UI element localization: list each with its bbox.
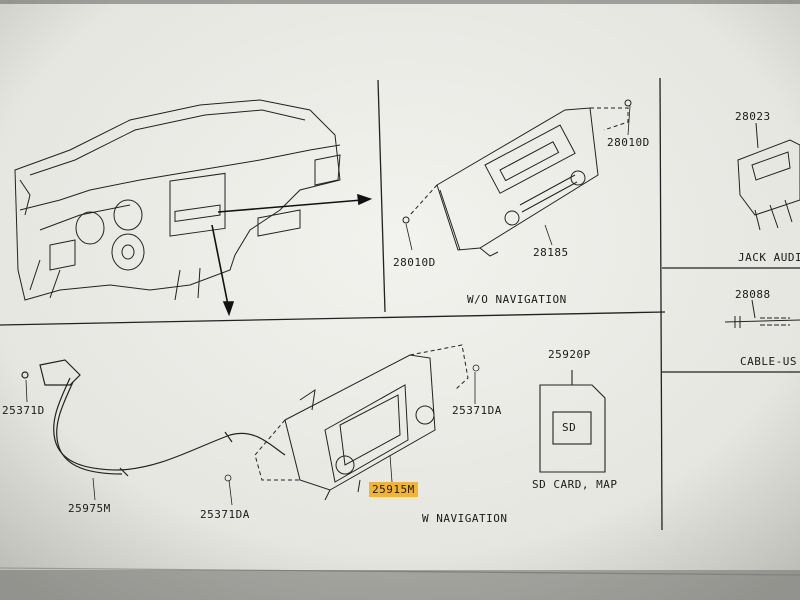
divider-horizontal-mid xyxy=(0,311,666,326)
part-number-28088: 28088 xyxy=(735,288,771,301)
dashboard-illustration xyxy=(14,99,341,301)
label-with-navigation: W NAVIGATION xyxy=(422,512,508,525)
part-number-25975m: 25975M xyxy=(68,502,111,515)
navigation-unit xyxy=(254,344,469,501)
label-sd-card-map: SD CARD, MAP xyxy=(532,478,618,491)
part-number-28185: 28185 xyxy=(533,246,569,259)
part-number-28010d-top: 28010D xyxy=(607,136,650,149)
part-number-28010d-bottom: 28010D xyxy=(393,256,436,269)
cable-usb-part xyxy=(724,299,800,328)
sd-card xyxy=(539,370,606,473)
sd-card-text: SD xyxy=(562,421,577,434)
part-number-25371d: 25371D xyxy=(2,404,45,417)
label-jack-audio: JACK AUDI xyxy=(738,251,800,264)
wire-harness xyxy=(21,359,286,477)
jack-audio-part xyxy=(737,122,800,231)
radio-unit-no-nav xyxy=(402,99,632,257)
label-cable-usb: CABLE-US xyxy=(740,355,797,368)
divider-vertical-top xyxy=(377,79,386,313)
part-number-25371da-bottom: 25371DA xyxy=(200,508,250,521)
divider-vertical-right xyxy=(659,77,663,531)
label-without-navigation: W/O NAVIGATION xyxy=(467,293,567,306)
part-number-25371da-right: 25371DA xyxy=(452,404,502,417)
part-number-25915m-highlighted: 25915M xyxy=(369,482,418,497)
part-number-28023: 28023 xyxy=(735,110,771,123)
part-number-25920p: 25920P xyxy=(548,348,591,361)
